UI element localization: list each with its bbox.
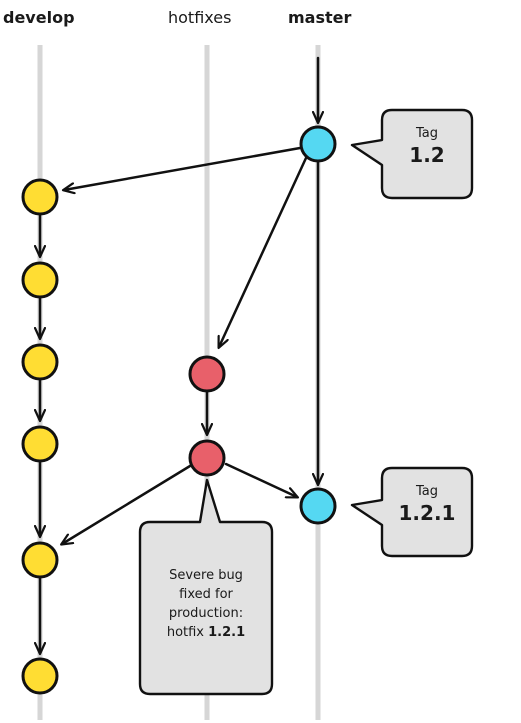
lane-title-hotfixes: hotfixes — [168, 8, 232, 27]
note-line-2: fixed for — [179, 587, 233, 602]
develop-commit-1 — [21, 178, 59, 216]
master-commit-1-2-1 — [299, 487, 337, 525]
note-callout — [138, 478, 274, 696]
develop-commit-6 — [21, 657, 59, 695]
hotfix-commit-1 — [188, 355, 226, 393]
note-hotfix-version: 1.2.1 — [208, 625, 246, 640]
hotfix-commit-2 — [188, 439, 226, 477]
arrow-master-to-develop — [64, 146, 302, 190]
lane-title-master: master — [288, 8, 352, 27]
tag-1-2-1-text: Tag 1.2.1 — [382, 484, 472, 525]
tag-1-2-value: 1.2 — [409, 143, 445, 167]
note-hotfix-word: hotfix — [166, 625, 209, 640]
lane-title-develop: develop — [3, 8, 75, 27]
tag-1-2-1-value: 1.2.1 — [398, 501, 456, 525]
tag-callout-1-2 — [350, 108, 474, 200]
note-line-3: production: — [168, 606, 244, 621]
develop-commit-2 — [21, 261, 59, 299]
note-line-1: Severe bug — [169, 568, 243, 583]
hotfix-note-text: Severe bug fixed for production: hotfix … — [140, 566, 272, 642]
develop-commit-5 — [21, 541, 59, 579]
arrow-master-to-hotfix — [219, 156, 308, 347]
arrow-hotfix-to-develop — [62, 464, 192, 544]
tag-1-2-text: Tag 1.2 — [382, 126, 472, 167]
develop-commit-4 — [21, 425, 59, 463]
note-line-4: hotfix 1.2.1 — [140, 623, 272, 642]
arrow-hotfix-to-master — [224, 462, 297, 497]
tag-1-2-label: Tag — [415, 126, 438, 141]
tag-callout-1-2-1 — [350, 466, 474, 558]
master-commit-1-2 — [299, 125, 337, 163]
develop-commit-3 — [21, 343, 59, 381]
tag-1-2-1-label: Tag — [415, 484, 438, 499]
